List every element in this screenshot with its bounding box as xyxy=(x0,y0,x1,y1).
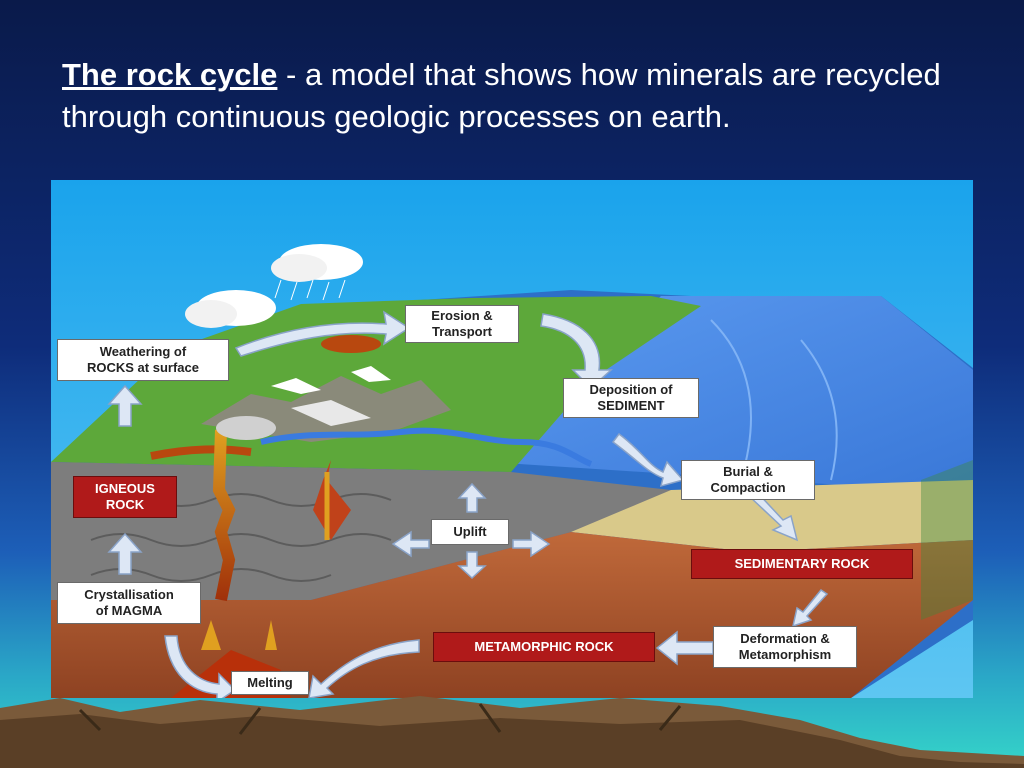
cloud-top xyxy=(271,244,363,282)
label-igneous-rock: IGNEOUS ROCK xyxy=(73,476,177,518)
label-metamorphic-rock: METAMORPHIC ROCK xyxy=(433,632,655,662)
label-deformation: Deformation & Metamorphism xyxy=(713,626,857,668)
river xyxy=(260,427,593,467)
rain xyxy=(274,279,346,301)
label-crystallisation: Crystallisation of MAGMA xyxy=(57,582,201,624)
title-definition: - a model that shows how minerals are re… xyxy=(62,57,941,134)
rock-cycle-diagram: Erosion & Transport Weathering of ROCKS … xyxy=(51,180,973,698)
lava-pool xyxy=(321,335,381,353)
volcano-smoke xyxy=(216,416,276,440)
lava-flow xyxy=(150,445,252,460)
magma-chamber xyxy=(313,460,351,540)
label-burial-compaction: Burial & Compaction xyxy=(681,460,815,500)
label-melting: Melting xyxy=(231,671,309,695)
ground-decoration xyxy=(0,696,1024,768)
magma-conduit xyxy=(212,429,236,602)
label-erosion-transport: Erosion & Transport xyxy=(405,305,519,343)
label-weathering: Weathering of ROCKS at surface xyxy=(57,339,229,381)
label-uplift: Uplift xyxy=(431,519,509,545)
cycle-arrows xyxy=(107,310,829,698)
label-sedimentary-rock: SEDIMENTARY ROCK xyxy=(691,549,913,579)
sea xyxy=(489,296,973,486)
melting-zone xyxy=(201,620,277,650)
cloud-left xyxy=(185,290,276,328)
title-term: The rock cycle xyxy=(62,57,278,92)
label-deposition: Deposition of SEDIMENT xyxy=(563,378,699,418)
slide-title: The rock cycle - a model that shows how … xyxy=(62,54,962,138)
